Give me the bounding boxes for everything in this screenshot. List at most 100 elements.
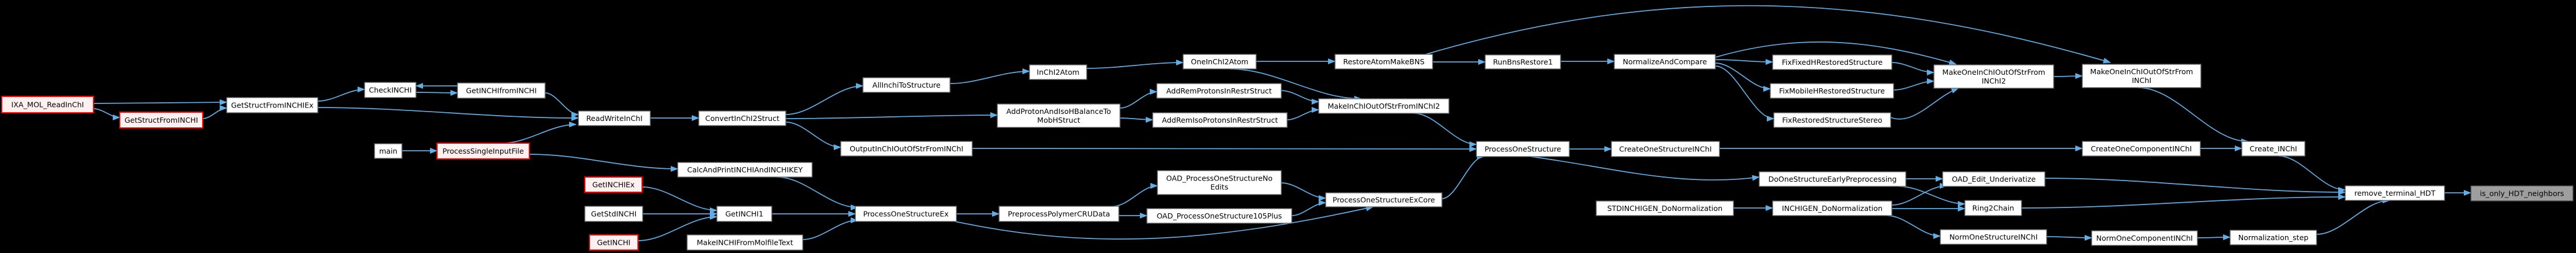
node-box-ReadWriteInChI[interactable] xyxy=(578,110,651,126)
node-CalcAndPrintINCHIAndINCHIKEY[interactable]: CalcAndPrintINCHIAndINCHIKEY xyxy=(677,162,813,178)
node-main[interactable]: main xyxy=(374,143,403,159)
node-box-GetStructFromINCHI[interactable] xyxy=(119,112,203,129)
node-ProcessSingleInputFile[interactable]: ProcessSingleInputFile xyxy=(436,143,530,160)
node-GetStructFromINCHIEx[interactable]: GetStructFromINCHIEx xyxy=(226,97,318,113)
node-box-AddRemIsoProtonsInRestrStruct[interactable] xyxy=(1152,112,1288,128)
node-box-OAD_ProcessOneStructure105Plus[interactable] xyxy=(1146,208,1292,224)
node-box-Normalization_step[interactable] xyxy=(2230,230,2317,245)
node-box-CheckINCHI[interactable] xyxy=(364,82,417,98)
node-box-IXA_MOL_ReadInChI[interactable] xyxy=(1,96,94,113)
node-box-GetStdINCHI[interactable] xyxy=(584,206,643,222)
node-RestoreAtomMakeBNS[interactable]: RestoreAtomMakeBNS xyxy=(1334,54,1433,70)
node-Normalization_step[interactable]: Normalization_step xyxy=(2230,230,2317,245)
node-box-AllInchiToStructure[interactable] xyxy=(862,77,951,93)
node-OAD_ProcessOneStructure105Plus[interactable]: OAD_ProcessOneStructure105Plus xyxy=(1146,208,1292,224)
node-box-CreateOneStructureINChI[interactable] xyxy=(1611,141,1720,157)
node-DoOneStructureEarlyPreprocessing[interactable]: DoOneStructureEarlyPreprocessing xyxy=(1759,171,1906,187)
node-box-OAD_ProcessOneStructureNoEdits[interactable] xyxy=(1157,170,1282,195)
node-box-FixRestoredStructureStereo[interactable] xyxy=(1773,112,1891,128)
node-box-OutputInChIOutOfStrFromINChI[interactable] xyxy=(840,141,973,157)
node-MakeInChIOutOfStrFromINChI2[interactable]: MakeInChIOutOfStrFromINChI2 xyxy=(1318,98,1450,114)
node-box-OAD_Edit_Underivatize[interactable] xyxy=(1942,171,2045,187)
node-box-MakeOneInChIOutOfStrFromINChI2[interactable] xyxy=(1933,64,2054,89)
node-box-Create_INChI[interactable] xyxy=(2241,141,2305,157)
node-box-FixFixedHRestoredStructure[interactable] xyxy=(1772,54,1892,70)
node-NormOneComponentINChI[interactable]: NormOneComponentINChI xyxy=(2091,230,2198,246)
node-ProcessOneStructureExCore[interactable]: ProcessOneStructureExCore xyxy=(1325,192,1443,207)
node-OAD_Edit_Underivatize[interactable]: OAD_Edit_Underivatize xyxy=(1942,171,2045,187)
node-OutputInChIOutOfStrFromINChI[interactable]: OutputInChIOutOfStrFromINChI xyxy=(840,141,973,157)
node-box-RestoreAtomMakeBNS[interactable] xyxy=(1334,54,1433,70)
node-box-Ring2Chain[interactable] xyxy=(1964,200,2022,216)
node-box-STDINCHIGEN_DoNormalization[interactable] xyxy=(1596,200,1734,216)
node-STDINCHIGEN_DoNormalization[interactable]: STDINCHIGEN_DoNormalization xyxy=(1596,200,1734,216)
node-box-GetINCHIEx[interactable] xyxy=(584,176,643,193)
node-box-PreprocessPolymerCRUData[interactable] xyxy=(998,206,1119,222)
node-box-GetINCHI1[interactable] xyxy=(716,206,772,222)
node-IXA_MOL_ReadInChI[interactable]: IXA_MOL_ReadInChI xyxy=(1,96,94,113)
node-GetINCHIEx[interactable]: GetINCHIEx xyxy=(584,176,643,193)
node-box-InChI2Atom[interactable] xyxy=(1029,64,1087,80)
node-box-ConvertInChI2Struct[interactable] xyxy=(698,110,786,126)
node-box-CreateOneComponentINChI[interactable] xyxy=(2082,141,2201,157)
node-Ring2Chain[interactable]: Ring2Chain xyxy=(1964,200,2022,216)
node-box-remove_terminal_HDT[interactable] xyxy=(2345,185,2445,201)
node-AddRemProtonsInRestrStruct[interactable]: AddRemProtonsInRestrStruct xyxy=(1156,83,1282,99)
node-box-CalcAndPrintINCHIAndINCHIKEY[interactable] xyxy=(677,162,813,178)
node-INCHIGEN_DoNormalization[interactable]: INCHIGEN_DoNormalization xyxy=(1772,200,1892,216)
node-GetINCHI1[interactable]: GetINCHI1 xyxy=(716,206,772,222)
node-FixFixedHRestoredStructure[interactable]: FixFixedHRestoredStructure xyxy=(1772,54,1892,70)
node-CreateOneComponentINChI[interactable]: CreateOneComponentINChI xyxy=(2082,141,2201,157)
node-box-OneInChI2Atom[interactable] xyxy=(1183,54,1257,70)
node-CheckINCHI[interactable]: CheckINCHI xyxy=(364,82,417,98)
node-NormOneStructureINChI[interactable]: NormOneStructureINChI xyxy=(1940,229,2047,245)
node-ProcessOneStructureEx[interactable]: ProcessOneStructureEx xyxy=(855,206,957,222)
node-GetStructFromINCHI[interactable]: GetStructFromINCHI xyxy=(119,112,203,129)
node-MakeINCHIFromMolfileText[interactable]: MakeINCHIFromMolfileText xyxy=(687,234,803,251)
node-box-MakeINCHIFromMolfileText[interactable] xyxy=(687,234,803,251)
node-box-GetStructFromINCHIEx[interactable] xyxy=(226,97,318,113)
node-box-NormOneStructureINChI[interactable] xyxy=(1940,229,2047,245)
node-ConvertInChI2Struct[interactable]: ConvertInChI2Struct xyxy=(698,110,786,126)
node-InChI2Atom[interactable]: InChI2Atom xyxy=(1029,64,1087,80)
node-ProcessOneStructure[interactable]: ProcessOneStructure xyxy=(1476,141,1570,157)
node-box-NormalizeAndCompare[interactable] xyxy=(1614,54,1716,70)
node-box-GetINCHIfromINCHI[interactable] xyxy=(457,82,546,99)
node-is_only_HDT_neighbors[interactable]: is_only_HDT_neighbors xyxy=(2470,185,2574,202)
node-Create_INChI[interactable]: Create_INChI xyxy=(2241,141,2305,157)
node-box-AddRemProtonsInRestrStruct[interactable] xyxy=(1156,83,1282,99)
node-box-AddProtonAndIsoHBalanceToMobHStruct[interactable] xyxy=(997,103,1121,128)
node-CreateOneStructureINChI[interactable]: CreateOneStructureINChI xyxy=(1611,141,1720,157)
node-box-is_only_HDT_neighbors[interactable] xyxy=(2470,185,2574,202)
node-AddRemIsoProtonsInRestrStruct[interactable]: AddRemIsoProtonsInRestrStruct xyxy=(1152,112,1288,128)
node-GetINCHIfromINCHI[interactable]: GetINCHIfromINCHI xyxy=(457,82,546,99)
node-GetStdINCHI[interactable]: GetStdINCHI xyxy=(584,206,643,222)
node-box-MakeOneInChIOutOfStrFromINChI[interactable] xyxy=(2082,64,2201,88)
node-GetINCHI[interactable]: GetINCHI xyxy=(589,234,639,251)
node-box-MakeInChIOutOfStrFromINChI2[interactable] xyxy=(1318,98,1450,114)
node-NormalizeAndCompare[interactable]: NormalizeAndCompare xyxy=(1614,54,1716,70)
node-PreprocessPolymerCRUData[interactable]: PreprocessPolymerCRUData xyxy=(998,206,1119,222)
node-box-RunBnsRestore1[interactable] xyxy=(1485,54,1561,70)
node-box-NormOneComponentINChI[interactable] xyxy=(2091,230,2198,246)
node-box-FixMobileHRestoredStructure[interactable] xyxy=(1770,83,1894,99)
node-FixMobileHRestoredStructure[interactable]: FixMobileHRestoredStructure xyxy=(1770,83,1894,99)
node-FixRestoredStructureStereo[interactable]: FixRestoredStructureStereo xyxy=(1773,112,1891,128)
node-ReadWriteInChI[interactable]: ReadWriteInChI xyxy=(578,110,651,126)
node-box-main[interactable] xyxy=(374,143,403,159)
node-box-ProcessSingleInputFile[interactable] xyxy=(436,143,530,160)
node-RunBnsRestore1[interactable]: RunBnsRestore1 xyxy=(1485,54,1561,70)
node-box-ProcessOneStructureExCore[interactable] xyxy=(1325,192,1443,207)
node-remove_terminal_HDT[interactable]: remove_terminal_HDT xyxy=(2345,185,2445,201)
node-OneInChI2Atom[interactable]: OneInChI2Atom xyxy=(1183,54,1257,70)
node-box-ProcessOneStructureEx[interactable] xyxy=(855,206,957,222)
node-box-INCHIGEN_DoNormalization[interactable] xyxy=(1772,200,1892,216)
node-box-DoOneStructureEarlyPreprocessing[interactable] xyxy=(1759,171,1906,187)
node-box-GetINCHI[interactable] xyxy=(589,234,639,251)
node-box-ProcessOneStructure[interactable] xyxy=(1476,141,1570,157)
node-AllInchiToStructure[interactable]: AllInchiToStructure xyxy=(862,77,951,93)
